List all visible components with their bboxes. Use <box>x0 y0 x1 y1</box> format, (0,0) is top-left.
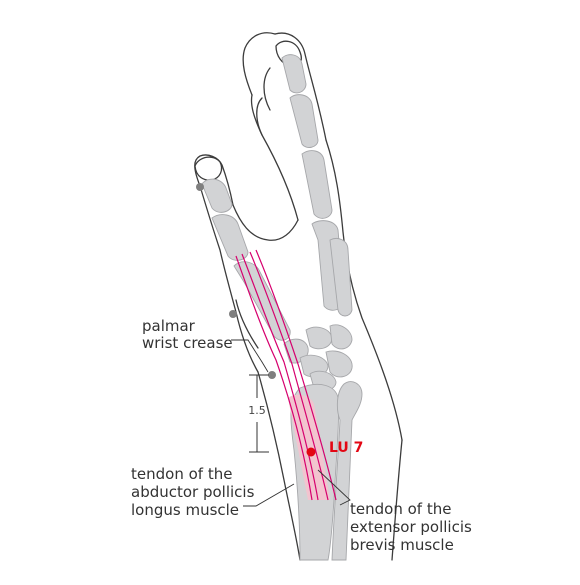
tendons <box>235 249 337 501</box>
svg-text:longus muscle: longus muscle <box>131 501 239 519</box>
acupoint-label: LU 7 <box>329 440 363 456</box>
tendon-extensor-pollicis-brevis <box>249 251 329 501</box>
thumb-tip-marker <box>196 183 204 191</box>
epb-tendon-label: tendon of the extensor pollicis brevis m… <box>350 500 472 554</box>
skin-outline <box>194 32 403 561</box>
svg-text:extensor pollicis: extensor pollicis <box>350 518 472 536</box>
measurement-label: 1.5 <box>248 404 266 417</box>
svg-text:palmar: palmar <box>142 317 196 335</box>
markers <box>196 183 316 457</box>
palmar-crease-label: palmar wrist crease <box>142 317 233 352</box>
tendon-abductor-pollicis-longus <box>235 255 313 501</box>
palm-marker <box>229 310 237 318</box>
measurement-bracket <box>249 374 269 453</box>
lu7-point <box>306 447 316 457</box>
svg-text:brevis muscle: brevis muscle <box>350 536 454 554</box>
leader-lines <box>231 339 351 507</box>
svg-text:tendon of the: tendon of the <box>131 465 232 483</box>
svg-text:wrist crease: wrist crease <box>142 334 233 352</box>
svg-text:abductor pollicis: abductor pollicis <box>131 483 255 501</box>
wrist-crease-marker <box>268 371 276 379</box>
svg-text:tendon of the: tendon of the <box>350 500 451 518</box>
apl-tendon-label: tendon of the abductor pollicis longus m… <box>131 465 255 519</box>
tendon-band <box>288 394 330 500</box>
